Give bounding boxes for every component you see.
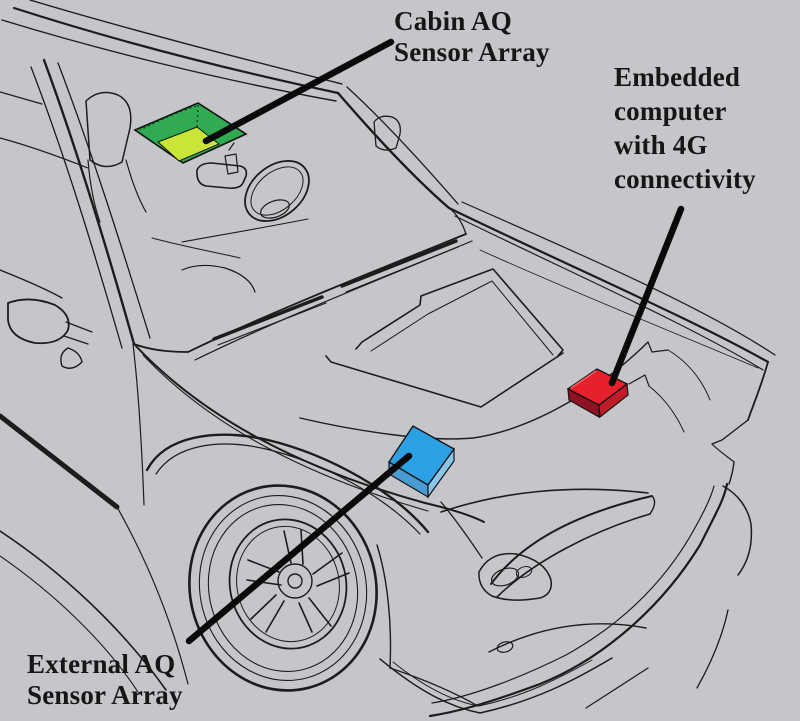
external-label-line2: Sensor Array: [27, 680, 183, 710]
embedded-label-line3: with 4G: [614, 130, 708, 160]
external-aq-label: External AQ Sensor Array: [27, 649, 183, 711]
external-sensor-top-face: [388, 425, 456, 486]
cabin-sensor-inner-face: [157, 126, 220, 162]
embedded-leader-line: [608, 205, 685, 387]
cabin-sensor-hidden-edge: [196, 104, 199, 129]
embedded-label-line1: Embedded: [614, 62, 741, 92]
embedded-label-line4: connectivity: [614, 164, 756, 194]
cabin-sensor-hidden-edge-2: [139, 105, 197, 131]
embedded-label-line2: computer: [614, 96, 727, 126]
cabin-aq-label-line2: Sensor Array: [394, 37, 550, 67]
cabin-leader-line: [202, 38, 395, 145]
external-label-line1: External AQ: [27, 649, 176, 679]
embedded-computer-module: [566, 368, 629, 419]
external-leader-line: [185, 452, 413, 645]
cabin-aq-sensor-module: [133, 102, 248, 164]
external-aq-sensor-module: [388, 425, 456, 499]
cabin-aq-label: Cabin AQ Sensor Array: [394, 6, 550, 68]
embedded-computer-highlight: [570, 370, 597, 389]
embedded-computer-label: Embedded computer with 4G connectivity: [614, 60, 756, 196]
cabin-aq-label-line1: Cabin AQ: [394, 6, 512, 36]
